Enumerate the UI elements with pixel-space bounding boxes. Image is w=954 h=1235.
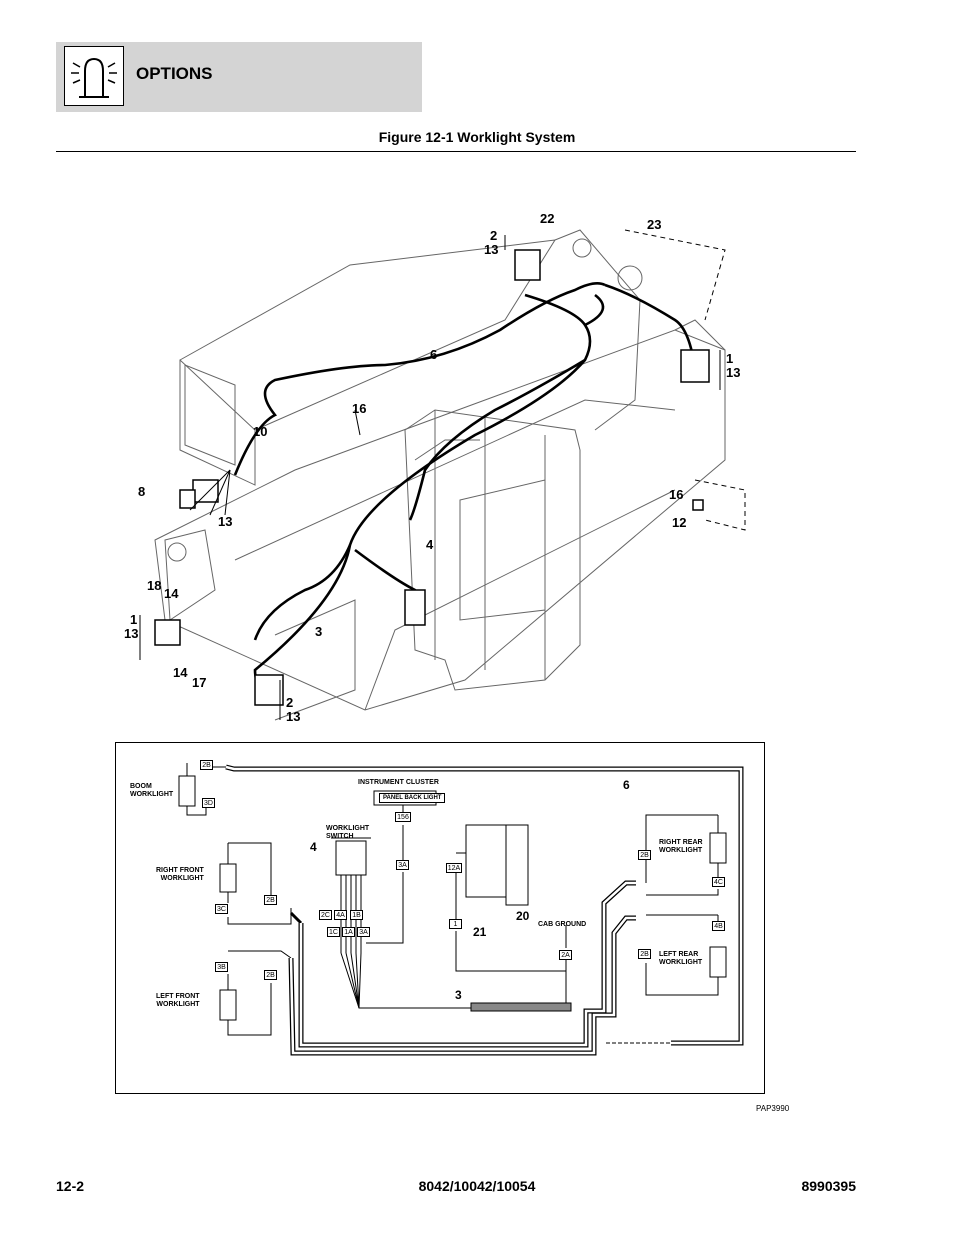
wire-label: 2B bbox=[264, 970, 277, 980]
wire-label: 2C bbox=[319, 910, 332, 920]
wire-label: 3C bbox=[215, 904, 228, 914]
callout-1: 1 bbox=[130, 612, 138, 627]
right-front-worklight-label: RIGHT FRONT WORKLIGHT bbox=[156, 867, 204, 882]
wire-label: 2B bbox=[264, 895, 277, 905]
section-header: OPTIONS bbox=[56, 42, 422, 112]
callout-1: 1 bbox=[726, 351, 734, 366]
wire-label: 2B bbox=[200, 760, 213, 770]
schematic-callout-21: 21 bbox=[473, 925, 487, 939]
wiring-schematic: BOOM WORKLIGHT INSTRUMENT CLUSTER PANEL … bbox=[115, 742, 765, 1094]
wire-label: 1C bbox=[327, 927, 340, 937]
section-title: OPTIONS bbox=[136, 64, 213, 83]
callout-13: 13 bbox=[124, 626, 139, 641]
worklight-system-drawing bbox=[139, 229, 746, 721]
header-rule bbox=[56, 151, 856, 152]
callout-2: 2 bbox=[490, 228, 498, 243]
callout-13: 13 bbox=[726, 365, 741, 380]
callout-2: 2 bbox=[286, 695, 294, 710]
wire-label: 156 bbox=[395, 812, 411, 822]
document-number: 8990395 bbox=[801, 1178, 856, 1194]
callout-13: 13 bbox=[484, 242, 499, 257]
callout-13: 13 bbox=[218, 514, 233, 529]
wire-label: 4B bbox=[712, 921, 725, 931]
wire-label: 1 bbox=[449, 919, 462, 929]
wire-label: 3B bbox=[215, 962, 228, 972]
callout-4: 4 bbox=[426, 537, 434, 552]
cab-ground-label: CAB GROUND bbox=[538, 921, 587, 928]
callout-10: 10 bbox=[253, 424, 268, 439]
panel-back-light-label: PANEL BACK LIGHT bbox=[379, 793, 446, 803]
wire-label: 3D bbox=[202, 798, 215, 808]
wire-label: 3A bbox=[396, 860, 409, 870]
wire-label: 12A bbox=[446, 863, 462, 873]
wire-label: 4A bbox=[334, 910, 347, 920]
callout-22: 22 bbox=[540, 211, 555, 226]
wire-label: 1B bbox=[350, 910, 363, 920]
wire-label: 3A bbox=[357, 927, 370, 937]
art-number: PAP3990 bbox=[756, 1104, 790, 1113]
instrument-cluster-label: INSTRUMENT CLUSTER bbox=[358, 779, 439, 786]
callout-8: 8 bbox=[138, 484, 146, 499]
schematic-callout-20: 20 bbox=[516, 909, 530, 923]
left-rear-worklight-label: LEFT REAR WORKLIGHT bbox=[659, 951, 703, 966]
callout-16: 16 bbox=[352, 401, 367, 416]
model-numbers: 8042/10042/10054 bbox=[418, 1178, 536, 1194]
callout-17: 17 bbox=[192, 675, 207, 690]
schematic-wiring bbox=[178, 763, 744, 1056]
figure-title: Figure 12-1 Worklight System bbox=[378, 129, 576, 145]
schematic-callout-4: 4 bbox=[310, 840, 317, 854]
worklight-icon bbox=[64, 46, 124, 106]
boom-worklight-label: BOOM WORKLIGHT bbox=[130, 783, 174, 798]
callout-12: 12 bbox=[672, 515, 687, 530]
callout-14: 14 bbox=[164, 586, 179, 601]
callout-18: 18 bbox=[147, 578, 162, 593]
schematic-callout-3: 3 bbox=[455, 988, 462, 1002]
wire-label: 4C bbox=[712, 877, 725, 887]
callout-6: 6 bbox=[430, 347, 438, 362]
callout-14: 14 bbox=[173, 665, 188, 680]
schematic-callout-6: 6 bbox=[623, 778, 630, 792]
callout-16: 16 bbox=[669, 487, 684, 502]
callout-23: 23 bbox=[647, 217, 662, 232]
wire-label: 1A bbox=[342, 927, 355, 937]
left-front-worklight-label: LEFT FRONT WORKLIGHT bbox=[156, 993, 200, 1008]
wire-label: 2B bbox=[638, 949, 651, 959]
callout-3: 3 bbox=[315, 624, 323, 639]
wire-label: 2A bbox=[559, 950, 572, 960]
callout-13: 13 bbox=[286, 709, 301, 724]
worklight-switch-label: WORKLIGHT SWITCH bbox=[326, 825, 370, 840]
wire-label: 2B bbox=[638, 850, 651, 860]
page-number: 12-2 bbox=[56, 1178, 85, 1194]
right-rear-worklight-label: RIGHT REAR WORKLIGHT bbox=[659, 839, 703, 854]
